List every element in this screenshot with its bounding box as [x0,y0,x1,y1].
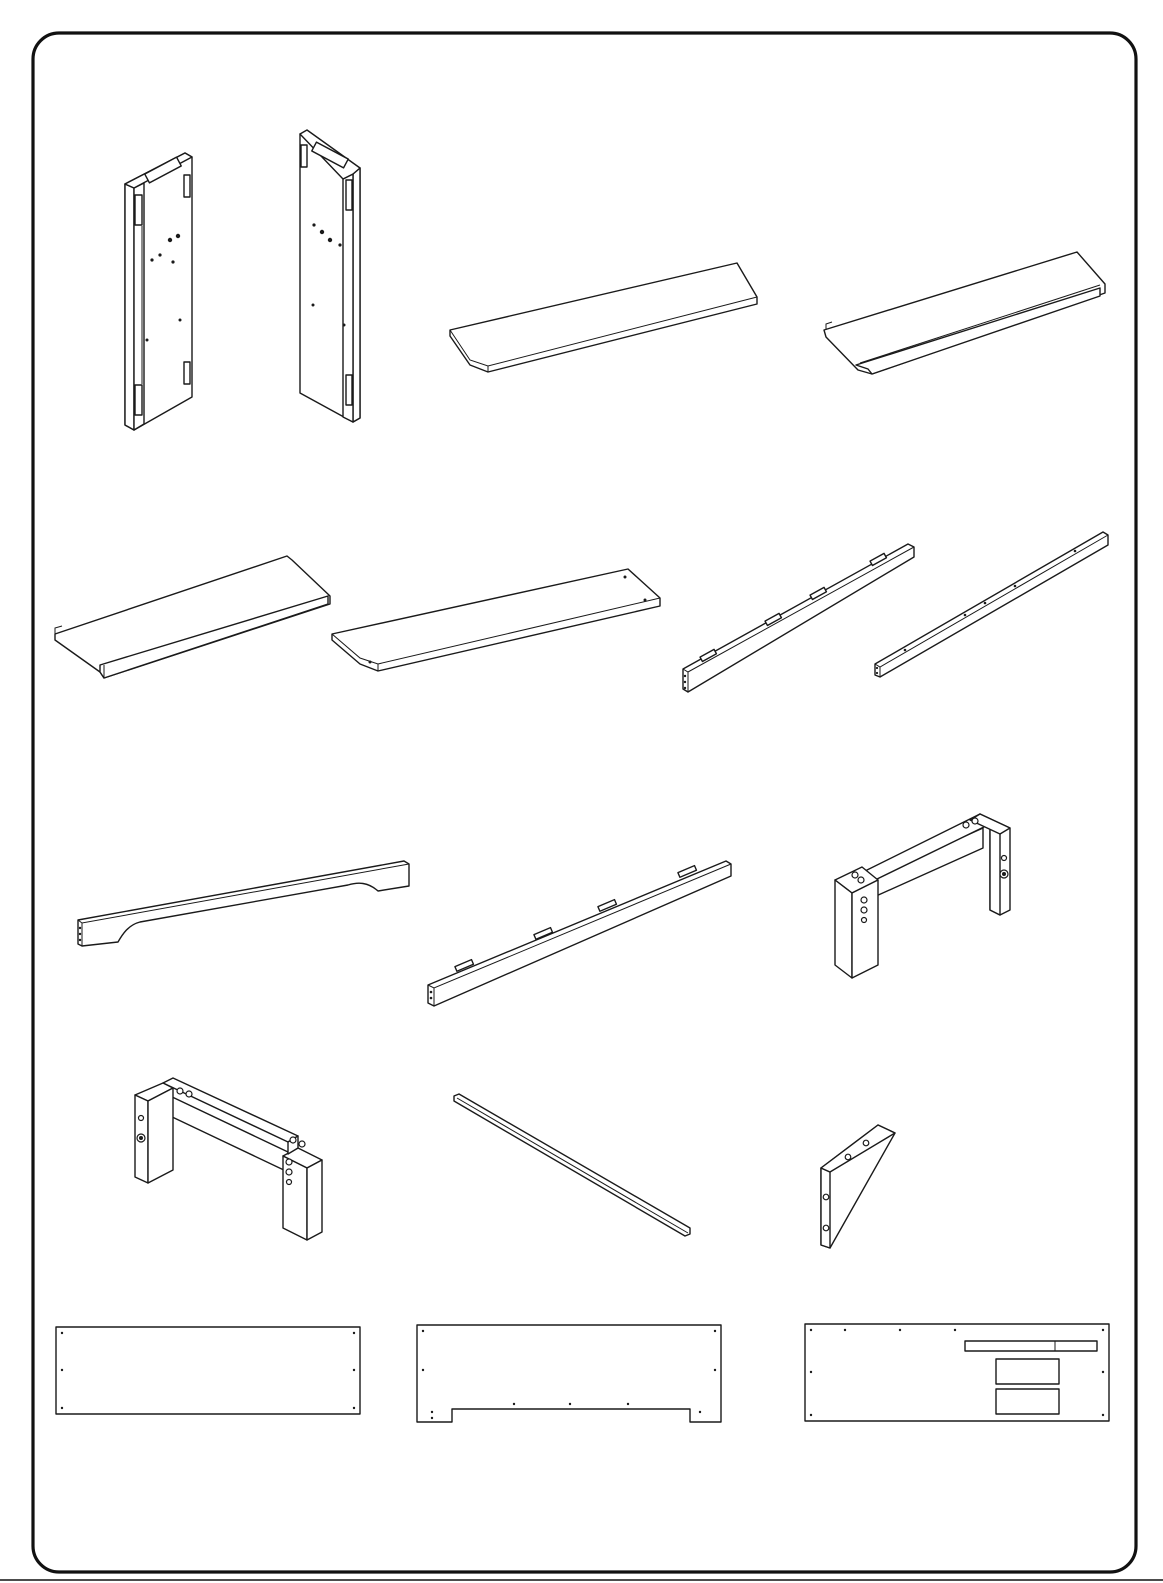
back-panel-c-labelled [805,1324,1109,1421]
label-box-lower [996,1389,1059,1414]
curved-apron-rail [78,861,409,946]
back-panel-a [56,1327,360,1414]
slat-strip [454,1094,690,1236]
label-box-upper [996,1359,1059,1384]
middle-shelf-with-rail [55,556,330,678]
label-strip [965,1341,1097,1351]
base-frame-left [135,1078,322,1240]
bottom-shelf-plain [332,569,660,671]
side-panel-left [125,153,192,430]
corner-bracket [821,1125,895,1248]
back-panel-b [417,1325,721,1422]
base-frame-right [835,814,1010,978]
top-shelf-plain [450,263,757,372]
top-shelf-with-rail [824,252,1105,374]
rail-long [428,861,731,1006]
side-panel-right [300,130,360,422]
